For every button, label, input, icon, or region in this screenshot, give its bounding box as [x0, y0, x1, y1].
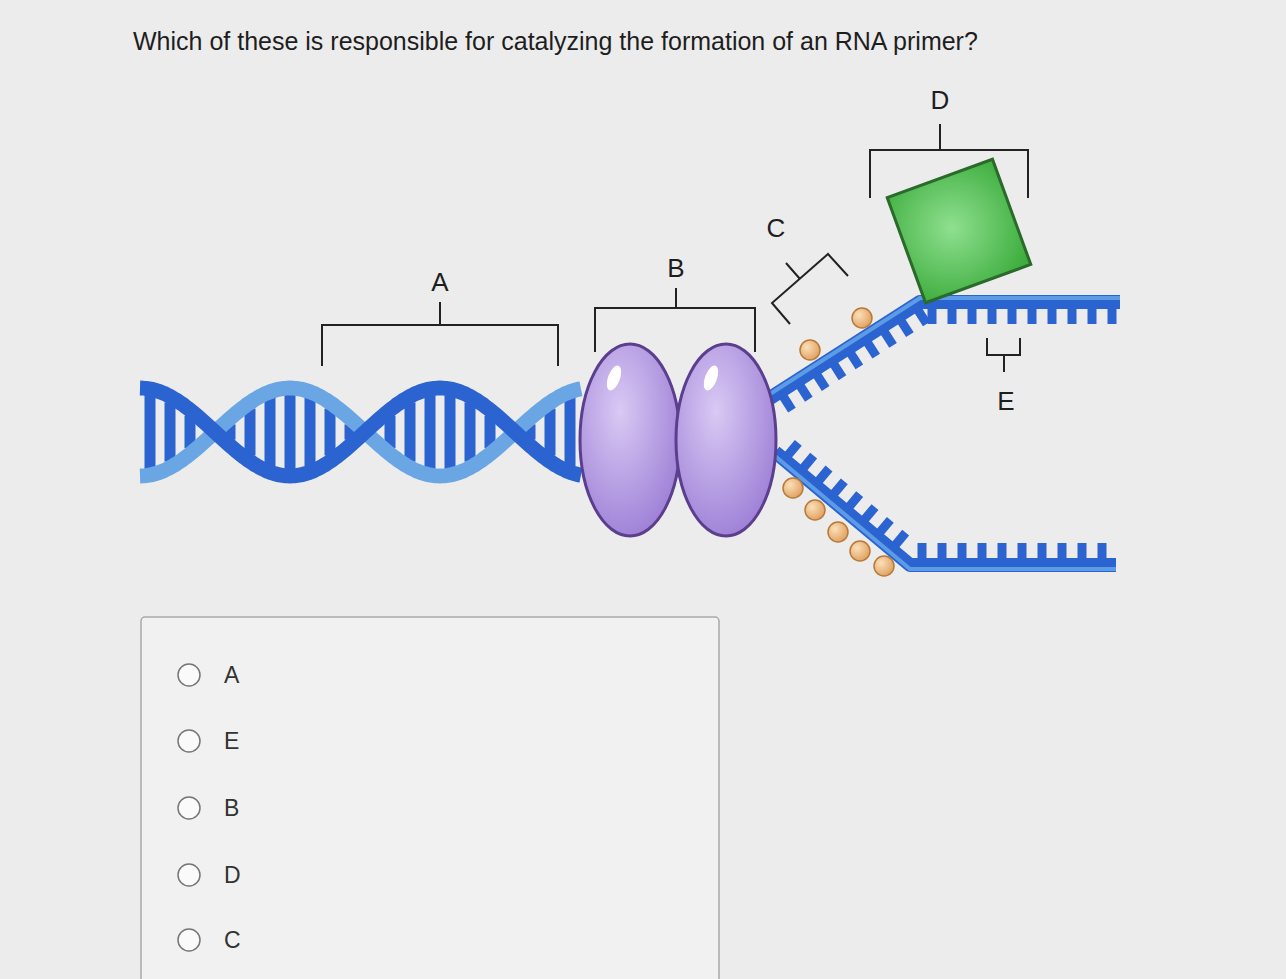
answer-option: B — [224, 795, 239, 822]
question-title: Which of these is responsible for cataly… — [133, 27, 978, 56]
answer-panel — [141, 617, 719, 979]
part-label: D — [931, 85, 950, 116]
primase — [887, 159, 1031, 303]
answer-option: E — [224, 728, 239, 755]
part-label: B — [667, 253, 684, 284]
label-brackets — [322, 124, 1028, 372]
part-label: C — [767, 213, 786, 244]
answer-option: D — [224, 862, 241, 889]
radio-buttons — [178, 664, 200, 951]
answer-option: C — [224, 927, 241, 954]
answer-option: A — [224, 662, 239, 689]
part-label: A — [431, 267, 448, 298]
helicase — [580, 344, 776, 536]
part-label: E — [997, 386, 1014, 417]
dna-double-helix — [140, 388, 581, 476]
unwound-strands — [770, 298, 1120, 576]
